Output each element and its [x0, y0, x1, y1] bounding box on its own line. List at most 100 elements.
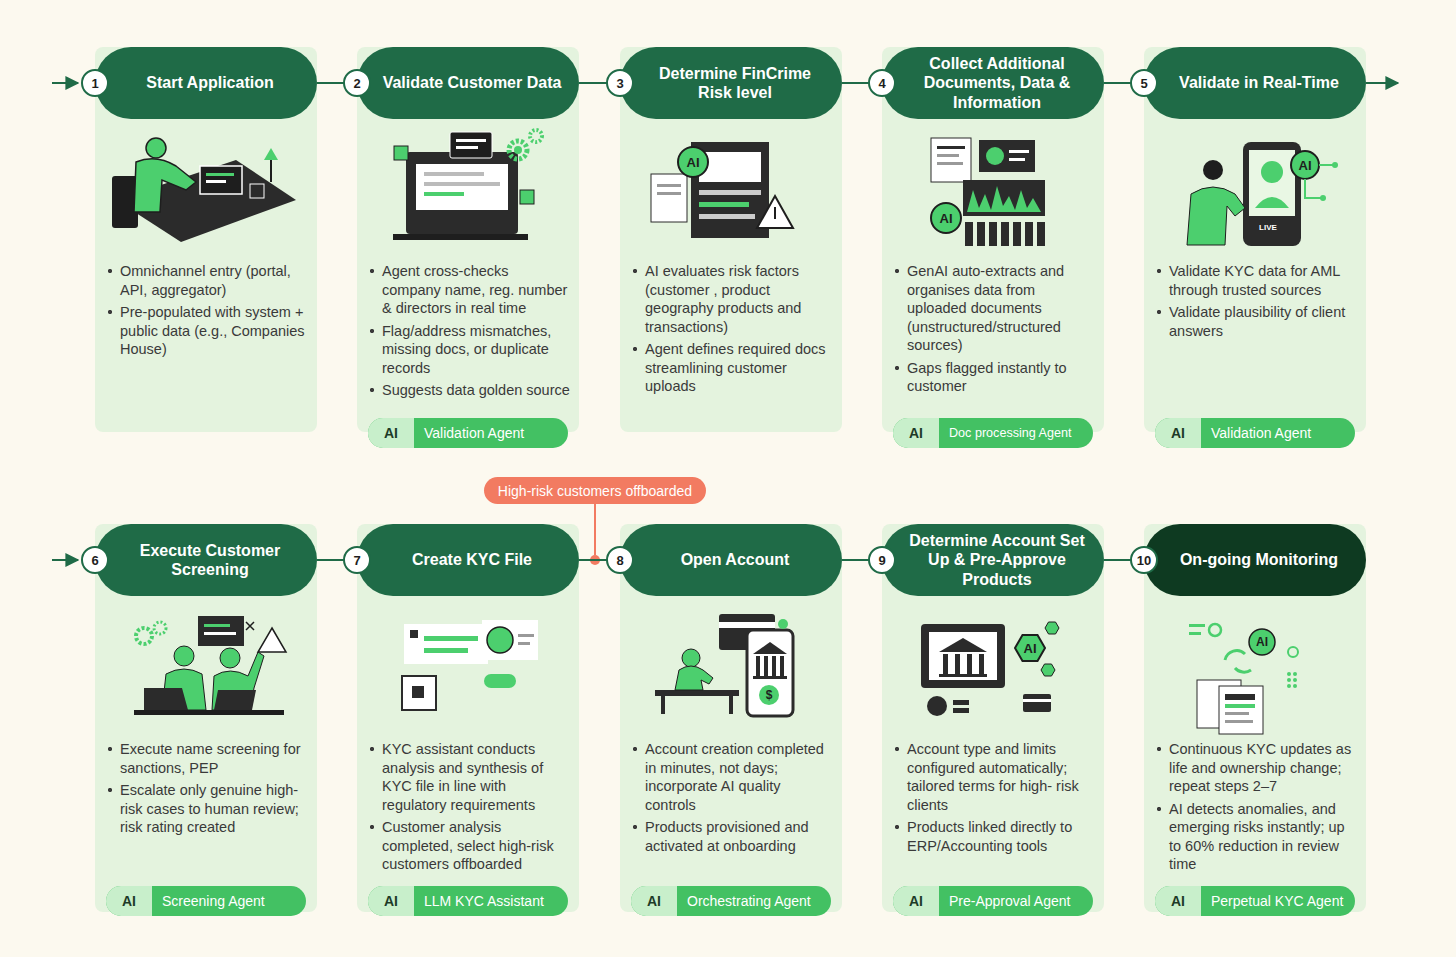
- pre-approval-illustration-part: [1045, 622, 1059, 634]
- step-number-circle: 5: [1130, 69, 1158, 97]
- badge-text: Orchestrating Agent: [677, 893, 811, 909]
- monitoring-illustration-part: [1287, 678, 1291, 682]
- bullet-text: GenAI auto-extracts and organises data f…: [894, 262, 1096, 355]
- monitoring-illustration-part: [1249, 629, 1275, 655]
- monitoring-illustration: [1189, 624, 1298, 734]
- kyc-file-illustration-part: [404, 624, 488, 664]
- pre-approval-illustration-part: [953, 700, 969, 705]
- pre-approval-illustration-part: [943, 654, 948, 674]
- account-illustration-part: [759, 685, 779, 705]
- step-number: 1: [91, 76, 98, 91]
- bullet-text: Flag/address mismatches, missing docs, o…: [369, 322, 571, 378]
- badge-text: AI: [368, 886, 414, 916]
- kyc-file-illustration-part: [487, 627, 513, 653]
- account-illustration-part: [753, 676, 787, 679]
- callout-leader: [590, 504, 600, 565]
- laptop-illustration-part: [520, 190, 534, 204]
- account-illustration-part: [756, 656, 760, 676]
- illustration-label-wrap: AI: [1256, 635, 1268, 649]
- step-card: Account type and limits configured autom…: [882, 524, 1104, 912]
- monitoring-illustration-part: [1225, 720, 1253, 723]
- phone-illustration-part: [1320, 195, 1326, 201]
- laptop-illustration-part: [393, 234, 528, 240]
- pre-approval-illustration-part: [1023, 699, 1051, 702]
- documents-illustration-part: [963, 180, 1045, 216]
- bullet-list: Agent cross-checks company name, reg. nu…: [369, 262, 571, 404]
- step-number: 10: [1137, 553, 1151, 568]
- step-number-circle: 3: [606, 69, 634, 97]
- callout-text: High-risk customers offboarded: [498, 483, 692, 499]
- laptop-illustration-part: [456, 139, 486, 142]
- pre-approval-illustration-part: [1015, 635, 1045, 661]
- step-number: 8: [616, 553, 623, 568]
- bullet-text: Agent cross-checks company name, reg. nu…: [369, 262, 571, 318]
- step-number: 4: [878, 76, 885, 91]
- badge-text: Validation Agent: [414, 425, 524, 441]
- step-header-pill: Create KYC File7: [357, 524, 579, 596]
- flow-stubs-part: [52, 82, 78, 84]
- agent-badge: AIValidation Agent: [368, 418, 568, 448]
- bullet-text: Pre-populated with system + public data …: [107, 303, 309, 359]
- pre-approval-illustration-part: [1023, 694, 1051, 712]
- agent-badge: AIDoc processing Agent: [893, 418, 1093, 448]
- bullet-text: Omnichannel entry (portal, API, aggregat…: [107, 262, 309, 299]
- account-illustration-part: [780, 656, 784, 676]
- pre-approval-illustration-part: [927, 696, 947, 716]
- risk-illustration-part: [774, 207, 776, 219]
- agent-badge: AIPre-Approval Agent: [893, 886, 1093, 916]
- risk-illustration-part: [757, 196, 793, 228]
- monitoring-illustration-part: [1225, 694, 1255, 700]
- desk-illustration-part: [112, 176, 138, 228]
- phone-illustration-part: [1243, 142, 1301, 246]
- laptop-illustration-part: [416, 164, 508, 210]
- documents-illustration-part: [1001, 222, 1009, 246]
- account-illustration-part: [747, 630, 793, 716]
- step-number-circle: 4: [868, 69, 896, 97]
- kyc-file-illustration-part: [424, 636, 478, 641]
- documents-illustration-part: [1013, 222, 1021, 246]
- pre-approval-illustration-part: [939, 674, 987, 677]
- laptop-illustration-part: [450, 132, 492, 158]
- illustration-label-wrap: AI: [1299, 158, 1312, 173]
- bullet-text: Execute name screening for sanctions, PE…: [107, 740, 309, 777]
- screening-illustration-part: [204, 624, 230, 627]
- bullet-list: GenAI auto-extracts and organises data f…: [894, 262, 1096, 400]
- kyc-file-illustration-part: [402, 676, 436, 710]
- screening-illustration-part: [136, 628, 152, 644]
- documents-illustration-part: [989, 222, 997, 246]
- documents-illustration-part: [986, 147, 1004, 165]
- step-number-circle: 7: [343, 546, 371, 574]
- account-illustration-part: [772, 656, 776, 676]
- monitoring-illustration-part: [1293, 678, 1297, 682]
- step-number: 2: [353, 76, 360, 91]
- risk-illustration-part: [699, 214, 755, 219]
- account-illustration-part: [719, 614, 775, 650]
- illustration-label: LIVE: [1259, 223, 1277, 232]
- screening-illustration-part: [212, 652, 264, 710]
- monitoring-illustration-part: [1293, 672, 1297, 676]
- risk-illustration-part: [699, 202, 749, 207]
- desk-illustration-part: [134, 159, 196, 212]
- step-number-circle: 1: [81, 69, 109, 97]
- account-illustration-part: [778, 619, 788, 629]
- callout-leader-part: [594, 504, 596, 555]
- laptop-illustration-part: [509, 141, 527, 159]
- bullet-text: Customer analysis completed, select high…: [369, 818, 571, 874]
- step-number: 7: [353, 553, 360, 568]
- screening-illustration-part: [246, 622, 254, 630]
- monitoring-illustration-part: [1189, 632, 1201, 635]
- bullet-text: Validate KYC data for AML through truste…: [1156, 262, 1358, 299]
- step-number: 9: [878, 553, 885, 568]
- documents-illustration-part: [937, 162, 963, 165]
- documents-illustration-part: [977, 222, 985, 246]
- step-header-pill: Validate in Real-Time5: [1144, 47, 1366, 119]
- screening-illustration-part: [162, 669, 206, 710]
- pre-approval-illustration-part: [955, 654, 960, 674]
- step-card: GenAI auto-extracts and organises data f…: [882, 47, 1104, 432]
- kyc-file-illustration-part: [482, 620, 538, 660]
- risk-illustration-part: [699, 152, 761, 182]
- account-illustration-part: [682, 649, 700, 667]
- account-illustration: [655, 614, 793, 716]
- step-number: 5: [1140, 76, 1147, 91]
- illustration-label: AI: [1256, 635, 1268, 649]
